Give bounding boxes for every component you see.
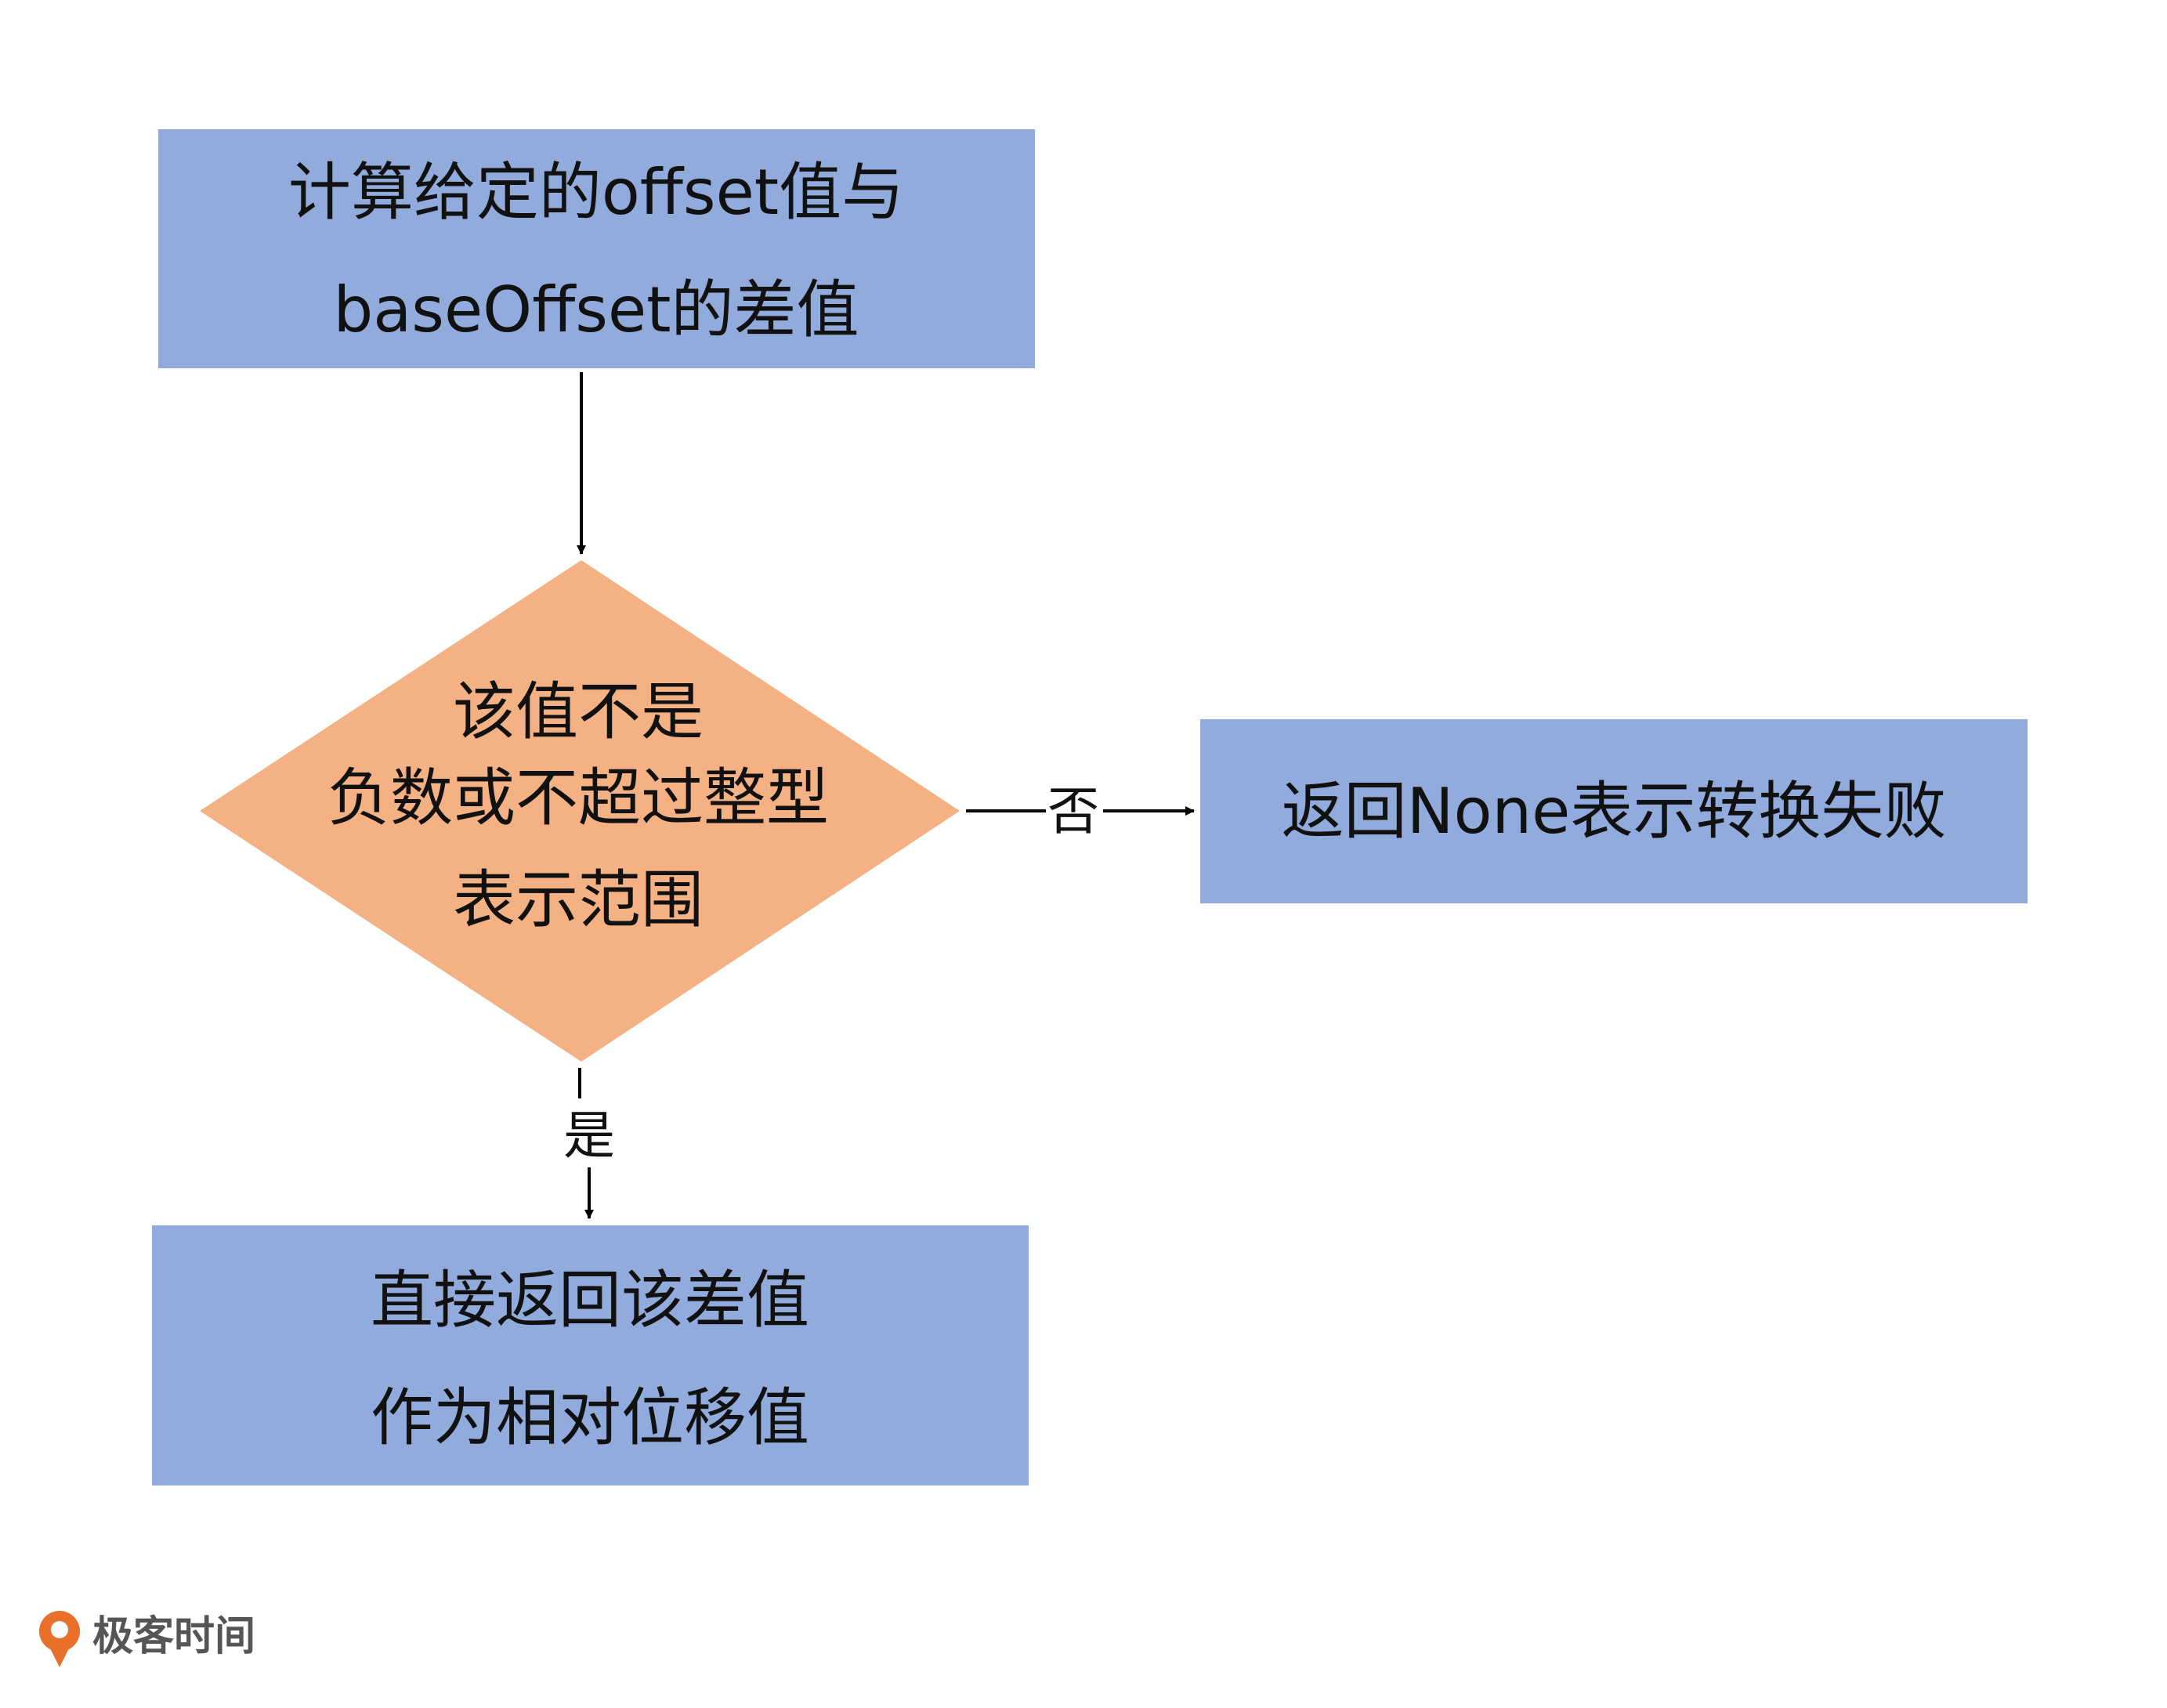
node-decision-diamond: [200, 560, 960, 1062]
edge-no-label: 否: [1047, 781, 1099, 841]
node-success: 直接返回该差值 作为相对位移值: [152, 1225, 1029, 1485]
node-success-line2: 作为相对位移值: [371, 1381, 809, 1454]
geektime-logo-icon: [39, 1611, 80, 1667]
node-success-box: [152, 1225, 1029, 1485]
node-decision-line3: 表示范围: [453, 863, 704, 936]
edge-yes-label: 是: [563, 1105, 615, 1166]
node-compute-box: [158, 129, 1035, 368]
node-decision-line2: 负数或不超过整型: [327, 762, 829, 834]
edge-decision-to-success: 是: [563, 1068, 615, 1219]
node-compute-line2: baseOffset的差值: [333, 273, 859, 346]
edge-decision-to-fail: 否: [966, 781, 1195, 841]
node-compute-line1: 计算给定的offset值与: [288, 156, 904, 229]
node-decision-line1: 该值不是: [453, 675, 704, 748]
node-fail-line1: 返回None表示转换失败: [1282, 775, 1947, 848]
node-fail-box: [1200, 719, 2028, 903]
node-fail: 返回None表示转换失败: [1200, 719, 2028, 903]
node-decision: 该值不是 负数或不超过整型 表示范围: [200, 560, 960, 1062]
logo-text: 极客时间: [92, 1613, 255, 1660]
node-compute-difference: 计算给定的offset值与 baseOffset的差值: [158, 129, 1035, 368]
node-success-line1: 直接返回该差值: [371, 1264, 809, 1337]
geektime-logo: 极客时间: [39, 1611, 255, 1667]
